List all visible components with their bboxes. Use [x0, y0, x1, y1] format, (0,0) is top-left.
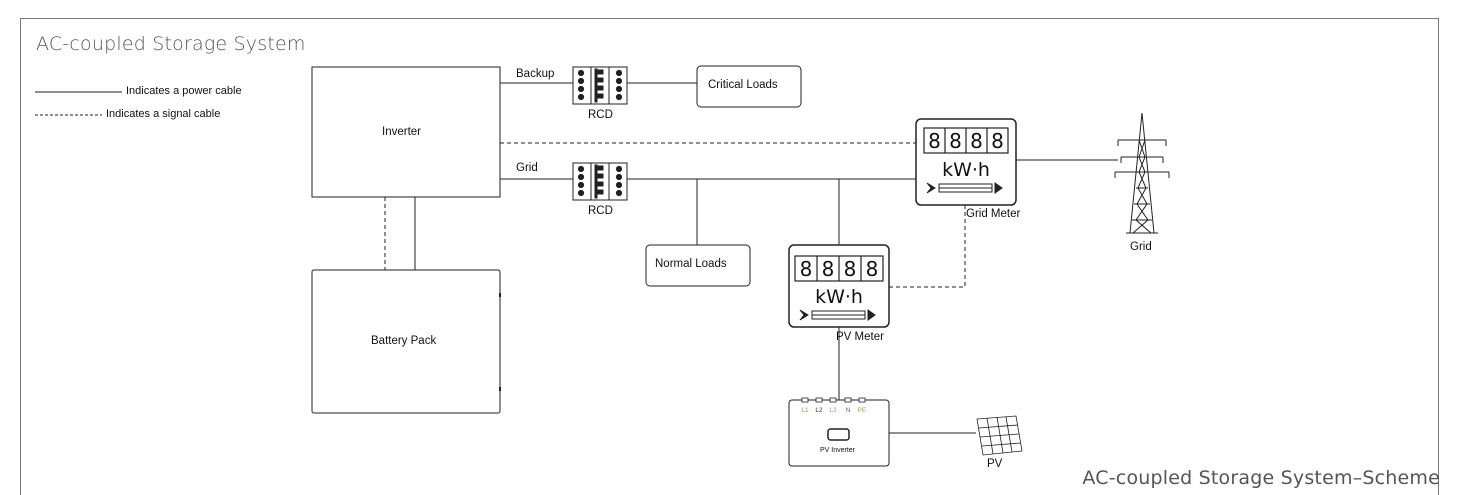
pv-meter-unit: kW·h	[815, 286, 863, 308]
pv-panel-icon	[976, 415, 1023, 456]
grid-meter-digit-2: 8	[949, 129, 962, 153]
rcd-grid-label: RCD	[588, 205, 613, 217]
pv-meter-digit-4: 8	[866, 257, 879, 281]
normal-loads-label: Normal Loads	[655, 258, 727, 270]
pv-meter-icon: 8 8 8 8 kW·h	[788, 244, 890, 328]
critical-loads-box	[696, 65, 802, 108]
battery-pack-label: Battery Pack	[371, 335, 437, 347]
pv-label: PV	[987, 458, 1003, 470]
pv-inverter-label: PV Inverter	[820, 447, 856, 454]
terminal-l1: L1	[801, 407, 809, 414]
meters-signal-cable	[889, 205, 966, 288]
legend-power-label: Indicates a power cable	[126, 85, 242, 97]
grid-cable-label: Grid	[516, 162, 538, 174]
pv-meter-digit-3: 8	[844, 257, 857, 281]
terminal-l2: L2	[815, 407, 823, 414]
grid-tower-icon	[1114, 112, 1170, 234]
pv-meter-digit-1: 8	[800, 257, 813, 281]
rcd-backup-label: RCD	[588, 109, 613, 121]
diagram-caption: AC-coupled Storage System–Scheme	[1082, 467, 1440, 489]
backup-cable-label: Backup	[516, 68, 555, 80]
terminal-pe: PE	[858, 407, 867, 414]
diagram-frame	[20, 18, 1439, 495]
rcd-grid-icon	[572, 162, 628, 201]
normal-loads-box	[645, 244, 751, 287]
terminal-n: N	[846, 407, 851, 414]
pv-inverter-icon	[788, 397, 890, 467]
grid-label: Grid	[1130, 241, 1152, 253]
grid-meter-digit-4: 8	[991, 129, 1004, 153]
pv-meter-digit-2: 8	[822, 257, 835, 281]
grid-meter-unit: kW·h	[942, 159, 990, 181]
grid-meter-digit-1: 8	[928, 129, 941, 153]
diagram-title: AC-coupled Storage System	[36, 33, 306, 55]
critical-loads-label: Critical Loads	[708, 79, 778, 91]
pv-meter-label: PV Meter	[836, 331, 884, 343]
grid-meter-label: Grid Meter	[966, 208, 1021, 220]
grid-meter-icon: 8 8 8 8 kW·h	[915, 118, 1017, 206]
battery-pack-box	[311, 269, 501, 414]
inverter-box	[311, 66, 501, 198]
grid-meter-digit-3: 8	[970, 129, 983, 153]
legend-signal-label: Indicates a signal cable	[106, 108, 221, 120]
inverter-label: Inverter	[382, 126, 421, 138]
rcd-backup-icon	[572, 66, 628, 105]
terminal-l3: L3	[829, 407, 837, 414]
